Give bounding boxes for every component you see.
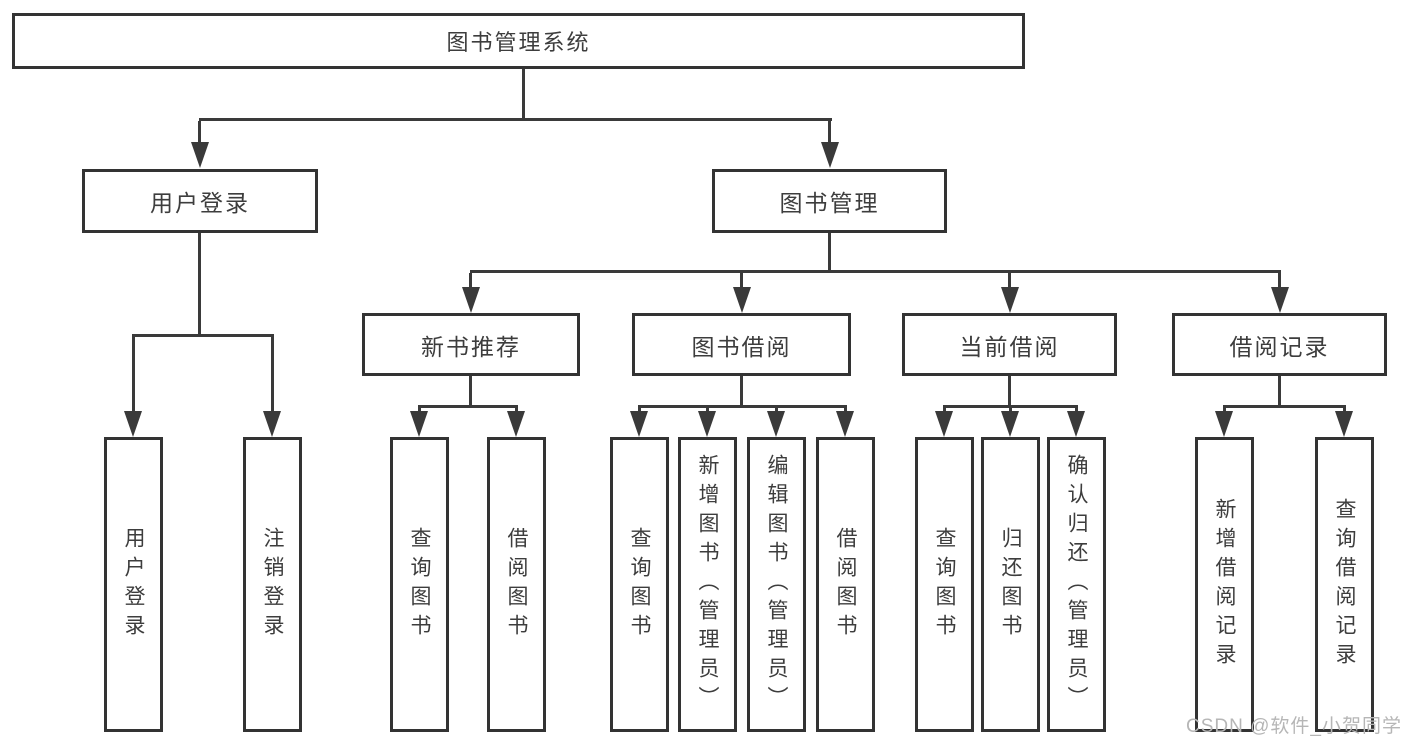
connector-line <box>198 233 201 336</box>
leaf-logout: 注销登录 <box>243 437 302 732</box>
connector-line <box>828 233 831 272</box>
connector-line <box>775 405 778 414</box>
connector-line <box>469 273 472 290</box>
node-book-borrow: 图书借阅 <box>632 313 851 376</box>
connector-line <box>1223 405 1226 414</box>
connector-line <box>943 405 946 414</box>
connector-line <box>522 69 525 120</box>
leaf-query-books-borrow: 查询图书 <box>610 437 669 732</box>
node-current-borrow: 当前借阅 <box>902 313 1117 376</box>
node-label: 借阅记录 <box>1229 333 1330 360</box>
node-new-book-recommend: 新书推荐 <box>362 313 580 376</box>
leaf-query-borrow-record: 查询借阅记录 <box>1315 437 1374 732</box>
leaf-label: 借阅图书 <box>834 526 857 643</box>
arrow-down-icon <box>1215 411 1233 437</box>
arrow-down-icon <box>1335 411 1353 437</box>
connector-line <box>1075 405 1078 414</box>
leaf-label: 用户登录 <box>122 526 145 643</box>
connector-line <box>1278 376 1281 407</box>
leaf-label: 确认归还（管理员） <box>1065 454 1088 715</box>
leaf-borrow-books-recommend: 借阅图书 <box>487 437 546 732</box>
node-borrow-records: 借阅记录 <box>1172 313 1387 376</box>
node-label: 图书管理 <box>779 190 880 216</box>
connector-line <box>1008 376 1011 407</box>
leaf-add-books-admin: 新增图书（管理员） <box>678 437 737 732</box>
arrow-down-icon <box>191 142 209 168</box>
node-root: 图书管理系统 <box>12 13 1025 69</box>
arrow-down-icon <box>935 411 953 437</box>
leaf-return-books: 归还图书 <box>981 437 1040 732</box>
arrow-down-icon <box>263 411 281 437</box>
connector-line <box>132 337 135 413</box>
leaf-label: 借阅图书 <box>505 526 528 643</box>
leaf-label: 查询图书 <box>933 526 956 643</box>
node-user-login: 用户登录 <box>82 169 318 233</box>
arrow-down-icon <box>507 411 525 437</box>
arrow-down-icon <box>733 287 751 313</box>
leaf-user-login: 用户登录 <box>104 437 163 732</box>
connector-line <box>469 376 472 407</box>
connector-line <box>418 405 421 414</box>
arrow-down-icon <box>630 411 648 437</box>
leaf-label: 查询图书 <box>408 526 431 643</box>
connector-line <box>638 405 847 408</box>
arrow-down-icon <box>410 411 428 437</box>
connector-line <box>1223 405 1346 408</box>
leaf-label: 新增借阅记录 <box>1213 497 1236 672</box>
arrow-down-icon <box>821 142 839 168</box>
arrow-down-icon <box>1001 287 1019 313</box>
leaf-label: 注销登录 <box>261 526 284 643</box>
leaf-query-books-recommend: 查询图书 <box>390 437 449 732</box>
leaf-label: 查询图书 <box>628 526 651 643</box>
leaf-label: 编辑图书（管理员） <box>765 454 788 715</box>
connector-line <box>844 405 847 414</box>
leaf-query-books-current: 查询图书 <box>915 437 974 732</box>
connector-line <box>638 405 641 414</box>
node-label: 图书借阅 <box>691 333 792 360</box>
connector-line <box>740 376 743 407</box>
leaf-label: 查询借阅记录 <box>1333 497 1356 672</box>
arrow-down-icon <box>767 411 785 437</box>
connector-line <box>271 337 274 413</box>
node-book-management: 图书管理 <box>712 169 947 233</box>
connector-line <box>1009 405 1012 414</box>
leaf-borrow-books: 借阅图书 <box>816 437 875 732</box>
leaf-label: 新增图书（管理员） <box>696 454 719 715</box>
arrow-down-icon <box>1067 411 1085 437</box>
connector-line <box>706 405 709 414</box>
connector-line <box>199 118 832 121</box>
leaf-add-borrow-record: 新增借阅记录 <box>1195 437 1254 732</box>
arrow-down-icon <box>124 411 142 437</box>
connector-line <box>470 270 1281 273</box>
connector-line <box>1008 273 1011 290</box>
leaf-edit-books-admin: 编辑图书（管理员） <box>747 437 806 732</box>
leaf-label: 归还图书 <box>999 526 1022 643</box>
arrow-down-icon <box>836 411 854 437</box>
node-label: 图书管理系统 <box>446 30 591 55</box>
connector-line <box>828 121 831 144</box>
connector-line <box>1278 273 1281 290</box>
connector-line <box>198 121 201 144</box>
connector-line <box>740 273 743 290</box>
node-label: 用户登录 <box>150 190 250 216</box>
leaf-confirm-return-admin: 确认归还（管理员） <box>1047 437 1106 732</box>
arrow-down-icon <box>698 411 716 437</box>
arrow-down-icon <box>1001 411 1019 437</box>
connector-line <box>418 405 518 408</box>
csdn-watermark: CSDN @软件_小贺同学 <box>1186 716 1402 737</box>
node-label: 当前借阅 <box>959 333 1060 360</box>
arrow-down-icon <box>462 287 480 313</box>
connector-line <box>1343 405 1346 414</box>
connector-line <box>132 334 274 337</box>
arrow-down-icon <box>1271 287 1289 313</box>
connector-line <box>515 405 518 414</box>
node-label: 新书推荐 <box>421 333 521 360</box>
